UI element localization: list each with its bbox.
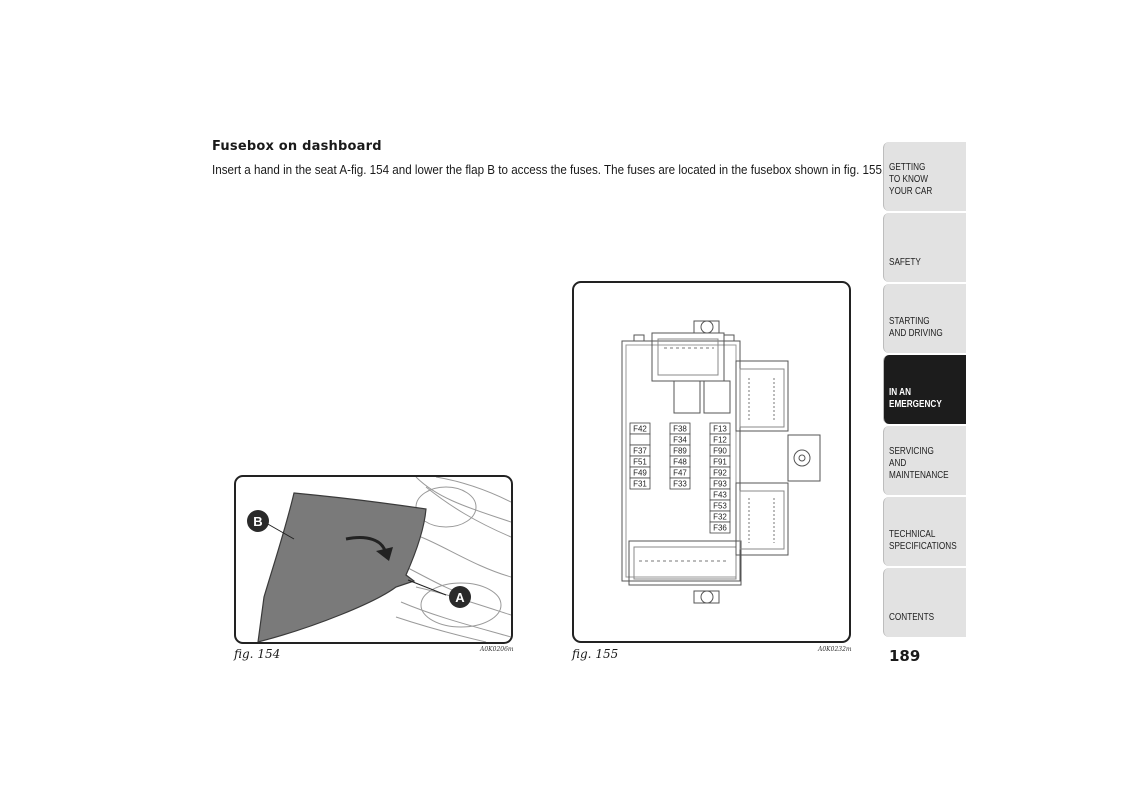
sidebar-tab[interactable]: TECHNICAL SPECIFICATIONS — [883, 497, 966, 566]
sidebar-tab[interactable]: SAFETY — [883, 213, 966, 282]
fuse-label: F48 — [673, 458, 687, 467]
sidebar-tab-label: CONTENTS — [889, 611, 935, 623]
fuse-slot — [709, 521, 731, 534]
sidebar-tab[interactable]: STARTING AND DRIVING — [883, 284, 966, 353]
fuse-label: F53 — [713, 502, 727, 511]
sidebar-tab[interactable]: CONTENTS — [883, 568, 966, 637]
fuse-label: F38 — [673, 425, 687, 434]
section-intro-text: Insert a hand in the seat A-fig. 154 and… — [212, 163, 886, 177]
page-number: 189 — [889, 647, 921, 665]
sidebar-tab-label: SERVICING AND MAINTENANCE — [889, 445, 949, 481]
figure-155-caption: fig. 155 — [572, 647, 619, 661]
fuse-label: F93 — [713, 480, 727, 489]
fuse-label: F12 — [713, 436, 727, 445]
fuse-label: F43 — [713, 491, 727, 500]
fuse-label: F13 — [713, 425, 727, 434]
fuse-label: F33 — [673, 480, 687, 489]
fuse-label: F36 — [713, 524, 727, 533]
fuse-slot — [629, 477, 651, 490]
fuse-label: F42 — [633, 425, 647, 434]
figure-154-caption: fig. 154 — [234, 647, 281, 661]
flap-drawing: B A — [247, 477, 511, 642]
sidebar-tab[interactable]: GETTING TO KNOW YOUR CAR — [883, 142, 966, 211]
label-a-marker — [449, 586, 471, 608]
sidebar-tab[interactable]: IN AN EMERGENCY — [883, 355, 966, 424]
fuse-label: F47 — [673, 469, 687, 478]
sidebar-tab-label: GETTING TO KNOW YOUR CAR — [889, 161, 933, 197]
figure-154-code: A0K0206m — [480, 646, 514, 653]
fuse-label: F51 — [633, 458, 647, 467]
sidebar-tab-label: TECHNICAL SPECIFICATIONS — [889, 528, 957, 552]
figure-154-flap-illustration: B A — [234, 475, 513, 644]
flap-b-shape — [257, 492, 427, 642]
fuse-label: F91 — [713, 458, 727, 467]
label-b-marker — [247, 510, 269, 532]
fuse-label: F49 — [633, 469, 647, 478]
fuse-label: F92 — [713, 469, 727, 478]
sidebar-tab-label: STARTING AND DRIVING — [889, 315, 943, 339]
sidebar-tab-label: IN AN EMERGENCY — [889, 386, 942, 410]
fuse-label: F31 — [633, 480, 647, 489]
fuse-label: F89 — [673, 447, 687, 456]
figure-155-code: A0K0232m — [818, 646, 852, 653]
fuse-slot — [669, 477, 691, 490]
section-heading: Fusebox on dashboard — [212, 139, 382, 154]
fuse-label: F37 — [633, 447, 647, 456]
sidebar-tab[interactable]: SERVICING AND MAINTENANCE — [883, 426, 966, 495]
fuse-label: F90 — [713, 447, 727, 456]
sidebar-tab-label: SAFETY — [889, 256, 921, 268]
label-b: B — [253, 514, 262, 529]
fuse-slot — [629, 433, 651, 446]
label-a: A — [455, 590, 465, 605]
fuse-label: F32 — [713, 513, 727, 522]
fuse-label: F34 — [673, 436, 687, 445]
